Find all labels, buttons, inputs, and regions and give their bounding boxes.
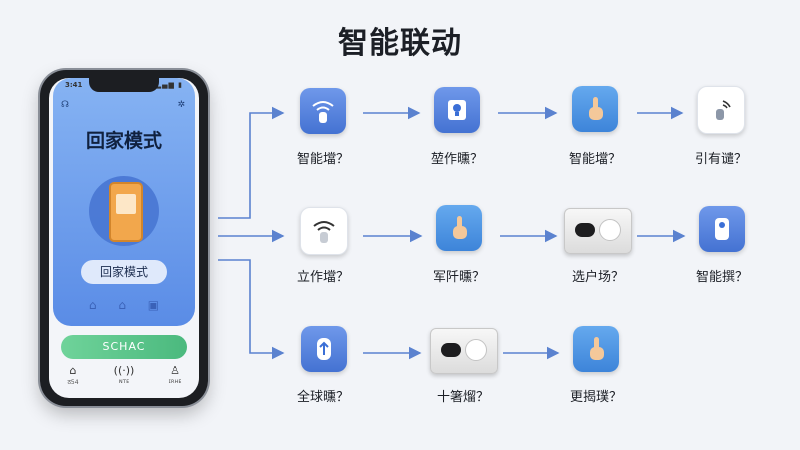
- phone-illustration-icon: [109, 182, 143, 242]
- wifi-touch-icon[interactable]: [300, 88, 346, 134]
- tab-network[interactable]: ((·)) ɴᴛᴇ: [104, 364, 144, 385]
- upload-arrow-icon[interactable]: [301, 326, 347, 372]
- node-label-r1-3: 智能壋？: [568, 152, 621, 167]
- card-icon-row: ⌂ ⌂ ▣: [53, 298, 195, 314]
- signal-battery-icon: ▂▄▆ ▮: [155, 81, 183, 89]
- wifi-hand-glyph: [312, 101, 334, 123]
- node-label-r2-2: 军阡曛？: [432, 270, 485, 285]
- home-icon[interactable]: ⌂: [88, 298, 97, 312]
- bulb-glyph: [448, 100, 466, 120]
- node-label-r3-1: 全球曛？: [296, 390, 349, 405]
- tab-profile[interactable]: ♙ ɪʀʜᴇ: [155, 364, 195, 385]
- device-knob: [465, 339, 487, 361]
- wifi-press-icon[interactable]: [300, 207, 348, 255]
- scene-card[interactable]: 3:41 ▂▄▆ ▮ ☊ ✲ 回家模式 回家模式 ⌂ ⌂ ▣: [53, 78, 195, 326]
- tab-bar: ⌂ ठ54 ((·)) ɴᴛᴇ ♙ ɪʀʜᴇ: [49, 364, 199, 394]
- node-label-r1-4: 引有谴？: [694, 152, 747, 167]
- camera-lens: [441, 343, 461, 357]
- phone-screen: 3:41 ▂▄▆ ▮ ☊ ✲ 回家模式 回家模式 ⌂ ⌂ ▣ SCHAC ⌂ ठ…: [49, 78, 199, 398]
- device-knob: [599, 219, 621, 241]
- diagram-title: 智能联动: [338, 26, 462, 61]
- camera-device-icon[interactable]: [430, 328, 498, 374]
- finger-glyph: [453, 216, 467, 239]
- node-label-r3-3: 更揭璞？: [569, 390, 622, 405]
- phone-illustration-screen: [116, 194, 136, 214]
- tab-network-label: ɴᴛᴇ: [118, 378, 130, 385]
- settings-icon[interactable]: ✲: [177, 100, 185, 110]
- remote-control-icon[interactable]: [699, 206, 745, 252]
- finger-glyph: [590, 337, 604, 360]
- tab-home-label: ठ54: [67, 379, 79, 386]
- finger-touch-icon[interactable]: [573, 326, 619, 372]
- status-bar: 3:41 ▂▄▆ ▮: [65, 81, 183, 93]
- house-icon[interactable]: ⌂: [118, 298, 126, 312]
- node-label-r3-2: 十箸熘？: [436, 390, 489, 405]
- home-tab-icon: ⌂: [69, 364, 77, 377]
- finger-touch-icon[interactable]: [572, 86, 618, 132]
- status-time: 3:41: [65, 81, 83, 89]
- tab-profile-label: ɪʀʜᴇ: [168, 378, 182, 385]
- wifi-tab-icon: ((·)): [113, 364, 135, 377]
- node-label-r1-2: 堃作曛？: [430, 152, 483, 167]
- tab-home[interactable]: ⌂ ठ54: [53, 364, 93, 386]
- activate-button[interactable]: SCHAC: [61, 335, 187, 359]
- arrow-up-glyph: [317, 338, 331, 360]
- node-label-r2-4: 智能撰？: [695, 270, 748, 285]
- branch-line-top: [218, 106, 285, 219]
- card-glyph: [716, 100, 731, 120]
- wifi-press-glyph: [313, 221, 335, 243]
- phone-mockup: 3:41 ▂▄▆ ▮ ☊ ✲ 回家模式 回家模式 ⌂ ⌂ ▣ SCHAC ⌂ ठ…: [40, 70, 208, 406]
- remote-glyph: [715, 218, 729, 240]
- bulb-switch-icon[interactable]: [434, 87, 480, 133]
- phone-notch: [89, 78, 159, 92]
- node-label-r2-1: 立作壋？: [296, 270, 349, 285]
- camera-device-icon[interactable]: [564, 208, 632, 254]
- wifi-card-icon[interactable]: [697, 86, 745, 134]
- headset-icon[interactable]: ☊: [61, 100, 69, 110]
- finger-glyph: [589, 97, 603, 120]
- camera-lens: [575, 223, 595, 237]
- mode-button[interactable]: 回家模式: [81, 260, 167, 284]
- user-tab-icon: ♙: [170, 364, 180, 377]
- branch-line-bottom: [218, 259, 285, 360]
- mode-title: 回家模式: [85, 130, 162, 152]
- finger-touch-icon[interactable]: [436, 205, 482, 251]
- node-label-r2-3: 选户场？: [571, 270, 624, 285]
- picture-icon[interactable]: ▣: [147, 298, 160, 312]
- node-label-r1-1: 智能壋？: [296, 152, 349, 167]
